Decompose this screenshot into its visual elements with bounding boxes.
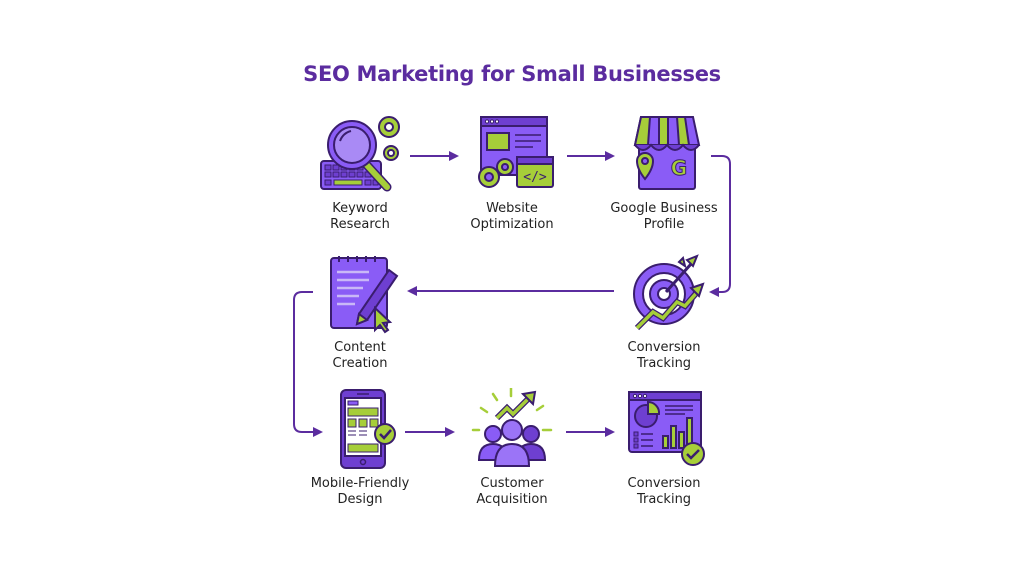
step-label: Content Creation: [332, 340, 388, 371]
step-label: Keyword Research: [330, 201, 390, 232]
step-conversion-tracking-dashboard: Conversion Tracking: [594, 388, 734, 508]
step-website-optimization: </> Website Optimization: [442, 113, 582, 233]
step-customer-acquisition: Customer Acquisition: [442, 388, 582, 508]
storefront-google-pin-icon: G: [633, 116, 701, 190]
step-google-business-profile: G Google Business Profile: [594, 113, 734, 233]
smartphone-check-icon: [340, 389, 396, 469]
people-growth-icon: [471, 388, 553, 467]
svg-text:</>: </>: [523, 170, 547, 185]
notepad-pen-cursor-icon: [330, 256, 399, 334]
svg-text:G: G: [671, 156, 687, 180]
arrow-content-to-mobile: [293, 291, 323, 437]
step-label: Customer Acquisition: [476, 476, 548, 507]
step-label: Conversion Tracking: [627, 340, 701, 371]
step-conversion-tracking-target: Conversion Tracking: [594, 252, 734, 372]
arrow-google-to-conversion: [709, 155, 731, 297]
step-label: Conversion Tracking: [627, 476, 701, 507]
target-arrow-trend-icon: [633, 254, 705, 331]
magnifier-keyboard-gears-icon: [320, 116, 400, 192]
step-label: Website Optimization: [470, 201, 554, 232]
step-label: Mobile-Friendly Design: [310, 476, 410, 507]
browser-code-gears-icon: </>: [478, 116, 554, 188]
step-keyword-research: Keyword Research: [290, 113, 430, 233]
diagram-title: SEO Marketing for Small Businesses: [303, 62, 721, 86]
step-label: Google Business Profile: [610, 201, 718, 232]
step-mobile-friendly-design: Mobile-Friendly Design: [290, 388, 430, 508]
step-content-creation: Content Creation: [290, 252, 430, 372]
analytics-dashboard-check-icon: [628, 391, 705, 466]
